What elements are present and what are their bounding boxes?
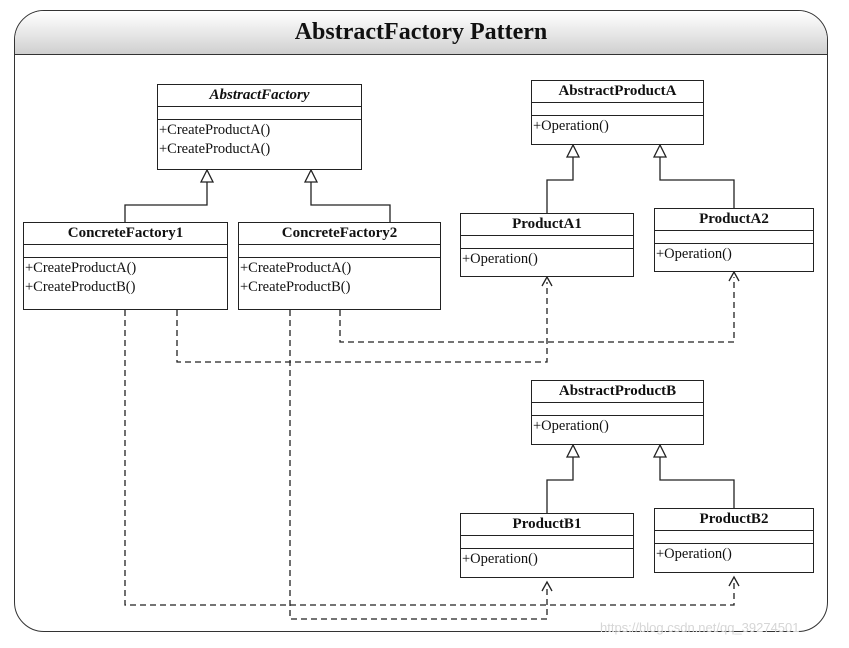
class-name: ConcreteFactory2	[239, 223, 440, 245]
inheritance-arrowhead-factory1	[199, 168, 215, 183]
operations-section: +Operation()	[532, 416, 703, 436]
class-name: AbstractProductA	[532, 81, 703, 103]
dependency-factory2-to-product-a2	[339, 277, 735, 343]
operation: +Operation()	[462, 551, 538, 567]
inheritance-arrowhead-product-a2	[652, 143, 668, 158]
inheritance-arrowhead-product-b1	[565, 443, 581, 458]
attributes-section	[655, 231, 813, 244]
class-name: ProductA1	[461, 214, 633, 236]
operation: +CreateProductA()	[159, 122, 271, 138]
attributes-section	[532, 103, 703, 116]
class-product-b2: ProductB2 +Operation()	[654, 508, 814, 573]
dependency-factory1-to-product-b2	[124, 310, 735, 606]
operation: +Operation()	[462, 251, 538, 267]
dependency-arrowhead-b2	[728, 575, 740, 587]
operation: +Operation()	[533, 418, 609, 434]
operation: +CreateProductA()	[25, 260, 137, 276]
class-concrete-factory2: ConcreteFactory2 +CreateProductA() +Crea…	[238, 222, 441, 310]
attributes-section	[24, 245, 227, 258]
class-abstract-factory: AbstractFactory +CreateProductA() +Creat…	[157, 84, 362, 170]
dependency-arrowhead-a1	[541, 275, 553, 287]
inheritance-line-product-b2	[659, 457, 735, 508]
attributes-section	[239, 245, 440, 258]
inheritance-line-product-a1	[546, 157, 574, 213]
class-abstract-product-a: AbstractProductA +Operation()	[531, 80, 704, 145]
inheritance-line-product-b1	[546, 457, 574, 513]
inheritance-line-product-a2	[659, 157, 735, 208]
class-name: ProductB1	[461, 514, 633, 536]
attributes-section	[461, 236, 633, 249]
watermark: https://blog.csdn.net/qq_39274501	[600, 620, 800, 635]
inheritance-arrowhead-product-b2	[652, 443, 668, 458]
operations-section: +Operation()	[461, 549, 633, 569]
class-abstract-product-b: AbstractProductB +Operation()	[531, 380, 704, 445]
class-product-a2: ProductA2 +Operation()	[654, 208, 814, 272]
inheritance-arrowhead-product-a1	[565, 143, 581, 158]
operation: +CreateProductB()	[25, 279, 136, 295]
attributes-section	[655, 531, 813, 544]
attributes-section	[532, 403, 703, 416]
dependency-arrowhead-b1	[541, 580, 553, 592]
attributes-section	[158, 107, 361, 120]
class-name: ConcreteFactory1	[24, 223, 227, 245]
operations-section: +Operation()	[655, 544, 813, 564]
dependency-factory2-to-product-b1	[289, 310, 548, 620]
dependency-arrowhead-a2	[728, 270, 740, 282]
operation: +CreateProductA()	[159, 141, 271, 157]
operations-section: +CreateProductA() +CreateProductB()	[24, 258, 227, 297]
dependency-factory1-to-product-a1	[176, 282, 548, 363]
class-name: ProductB2	[655, 509, 813, 531]
operations-section: +Operation()	[655, 244, 813, 264]
operations-section: +CreateProductA() +CreateProductA()	[158, 120, 361, 159]
attributes-section	[461, 536, 633, 549]
operations-section: +CreateProductA() +CreateProductB()	[239, 258, 440, 297]
diagram-title: AbstractFactory Pattern	[294, 19, 548, 45]
inheritance-line-factory2	[310, 182, 391, 222]
class-name: AbstractProductB	[532, 381, 703, 403]
inheritance-arrowhead-factory2	[303, 168, 319, 183]
operation: +Operation()	[656, 246, 732, 262]
operation: +Operation()	[656, 546, 732, 562]
operation: +Operation()	[533, 118, 609, 134]
inheritance-line-factory1	[124, 182, 208, 222]
operation: +CreateProductA()	[240, 260, 352, 276]
class-product-b1: ProductB1 +Operation()	[460, 513, 634, 578]
class-name: AbstractFactory	[158, 85, 361, 107]
title-bar: AbstractFactory Pattern	[15, 11, 827, 55]
class-concrete-factory1: ConcreteFactory1 +CreateProductA() +Crea…	[23, 222, 228, 310]
operations-section: +Operation()	[532, 116, 703, 136]
class-product-a1: ProductA1 +Operation()	[460, 213, 634, 277]
class-name: ProductA2	[655, 209, 813, 231]
operation: +CreateProductB()	[240, 279, 351, 295]
operations-section: +Operation()	[461, 249, 633, 269]
